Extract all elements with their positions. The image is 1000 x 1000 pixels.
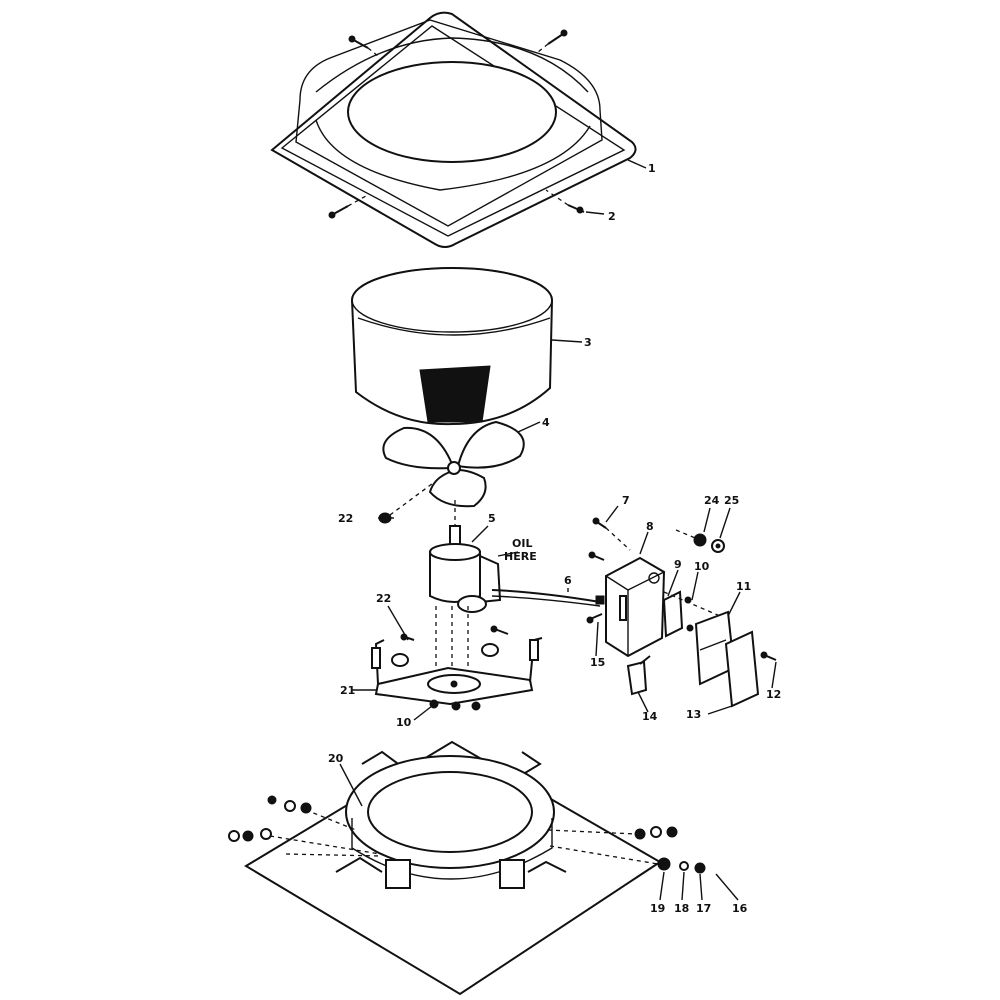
- callout-20: 20: [328, 752, 344, 765]
- callout-18: 18: [674, 902, 689, 915]
- top-cover: [270, 11, 637, 248]
- callout-6: 6: [564, 574, 572, 587]
- fan-shroud: [351, 267, 553, 426]
- callout-23: 22: [338, 512, 353, 525]
- callout-14: 14: [642, 710, 658, 723]
- screw-icon: [348, 35, 369, 49]
- callout-4: 4: [542, 416, 550, 429]
- capacitor-clip-9: [662, 590, 721, 638]
- callouts: 1 2 3 4 22 5 OIL HERE 6 7 8 24 25 9 10 1…: [328, 162, 781, 915]
- screw-12: [760, 651, 777, 661]
- leader-lines: [339, 159, 777, 901]
- callout-17: 17: [696, 902, 711, 915]
- callout-10-top: 10: [694, 560, 710, 573]
- callout-15: 15: [590, 656, 605, 669]
- callout-11: 11: [736, 580, 751, 593]
- motor-mount: [371, 637, 543, 706]
- callout-13: 13: [686, 708, 701, 721]
- screw-icon: [547, 29, 568, 45]
- screw-icon: [328, 205, 349, 219]
- screw-icon: [567, 204, 585, 214]
- terminal-14: [626, 655, 651, 696]
- callout-24: 24: [704, 494, 720, 507]
- callout-19: 19: [650, 902, 665, 915]
- connector-15: [586, 595, 605, 624]
- mount-bolts-22: [391, 625, 509, 667]
- callout-8: 8: [646, 520, 654, 533]
- callout-3: 3: [584, 336, 592, 349]
- control-box: [605, 556, 666, 658]
- screw-7: [592, 517, 631, 551]
- callout-7: 7: [622, 494, 630, 507]
- base-hardware: [228, 795, 706, 874]
- nut-24-washer-25: [675, 529, 725, 553]
- callout-9: 9: [674, 558, 682, 571]
- callout-21: 21: [340, 684, 355, 697]
- callout-12: 12: [766, 688, 781, 701]
- screw-small: [588, 551, 605, 561]
- callout-16: 16: [732, 902, 748, 915]
- oil-note-line1: OIL: [512, 537, 532, 550]
- cover-plate-13: [724, 630, 760, 708]
- oil-note-line2: HERE: [504, 550, 537, 563]
- callout-25: 25: [724, 494, 739, 507]
- base-assembly: [244, 740, 662, 996]
- callout-22: 22: [376, 592, 391, 605]
- motor: [429, 500, 502, 680]
- grommets-10: [429, 699, 481, 711]
- cover-screws: [328, 29, 585, 219]
- fan-blade: [382, 420, 525, 508]
- callout-1: 1: [648, 162, 656, 175]
- callout-2: 2: [608, 210, 616, 223]
- callout-10-bottom: 10: [396, 716, 412, 729]
- motor-lead: [491, 589, 601, 607]
- callout-5: 5: [488, 512, 496, 525]
